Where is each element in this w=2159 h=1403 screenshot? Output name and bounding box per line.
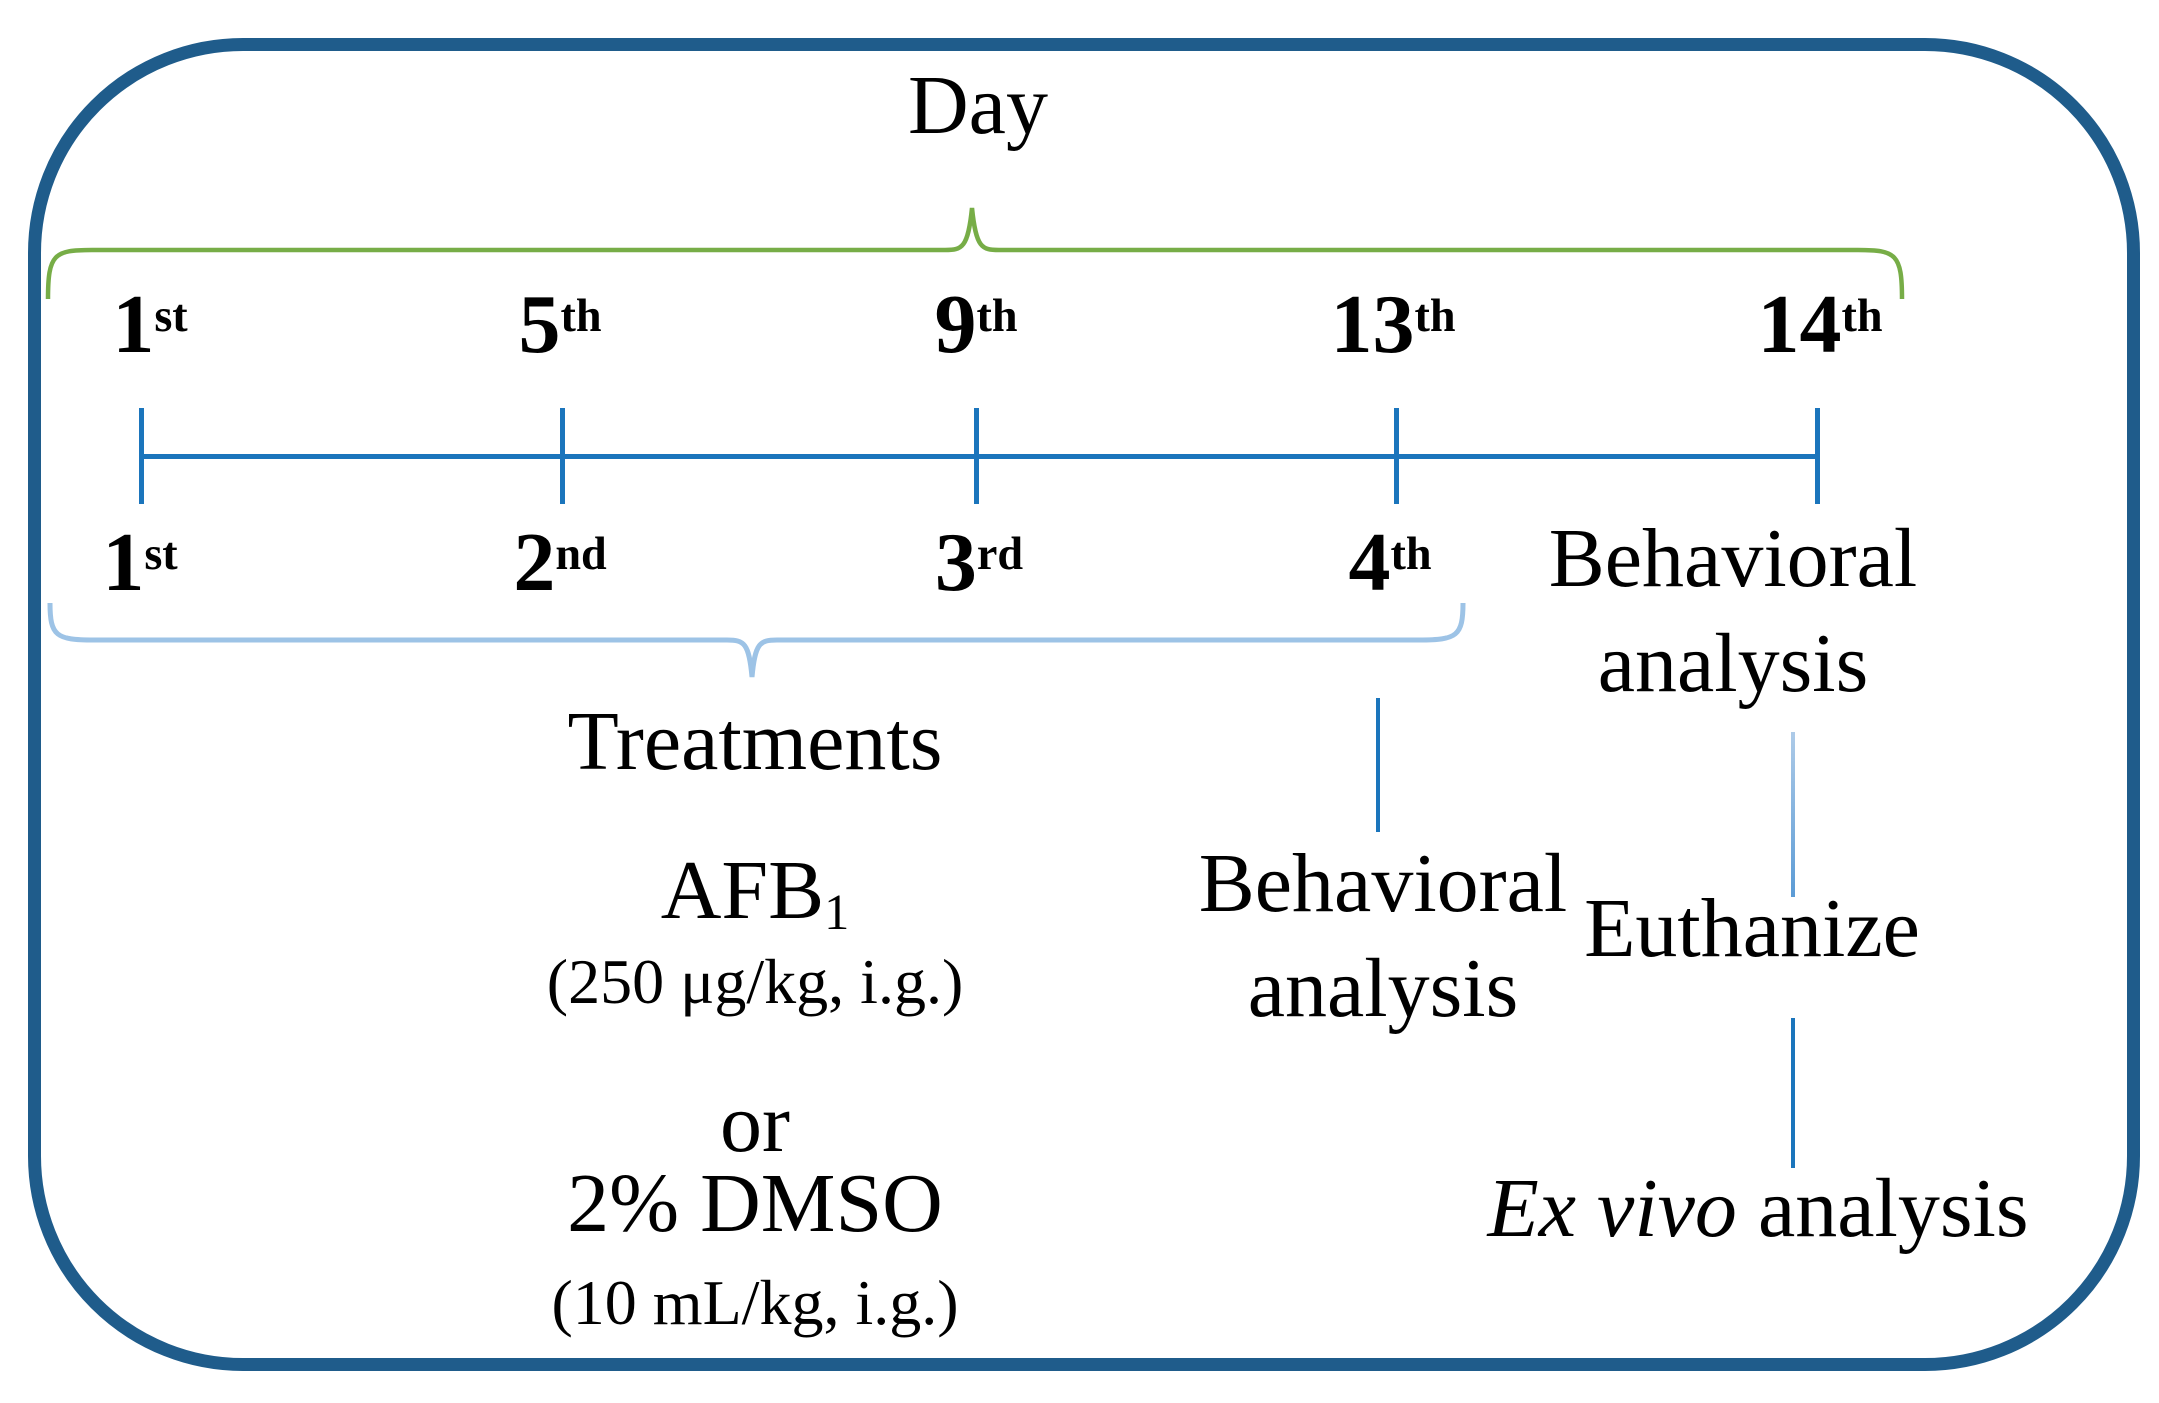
behavioral-day13-line2: analysis <box>1247 942 1519 1035</box>
behavioral-analysis-day14: Behavioral analysis <box>1483 506 1983 716</box>
day-label-5: 5th <box>410 283 710 367</box>
day-label-14-suffix: th <box>1841 290 1883 342</box>
dose-label-3-suffix: rd <box>976 528 1024 580</box>
day-label-13: 13th <box>1243 283 1543 367</box>
timeline-tick-day5 <box>560 408 565 504</box>
day-label-9-suffix: th <box>976 290 1018 342</box>
ex-vivo-italic: Ex vivo <box>1487 1162 1737 1255</box>
timeline-tick-day13 <box>1394 408 1399 504</box>
day-label-1: 1st <box>0 283 300 367</box>
dose-label-1-suffix: st <box>144 528 178 580</box>
behavioral-day14-line2: analysis <box>1597 617 1869 710</box>
ex-vivo-rest: analysis <box>1736 1162 2029 1255</box>
figure-border <box>28 38 2140 1371</box>
connector-behavioral-euthanize <box>1791 732 1795 897</box>
day-label-1-num: 1 <box>112 278 155 371</box>
drug-name-subscript: 1 <box>824 884 850 941</box>
or-label: or <box>720 1077 790 1170</box>
behavioral-day13-line1: Behavioral <box>1198 837 1568 930</box>
ex-vivo-analysis-label: Ex vivo analysis <box>1458 1167 2058 1251</box>
dose-label-1: 1st <box>0 521 290 605</box>
dose-label-2: 2nd <box>410 521 710 605</box>
drug-name-text: AFB <box>660 844 825 937</box>
day-label-5-suffix: th <box>560 290 602 342</box>
vehicle-name: 2% DMSO <box>567 1157 943 1250</box>
day-label-14-num: 14 <box>1757 278 1842 371</box>
dose-label-2-num: 2 <box>513 516 556 609</box>
dose-label-3-num: 3 <box>934 516 977 609</box>
timeline-axis <box>139 454 1820 459</box>
drug-name: AFB1 <box>405 849 1105 938</box>
dose-label-4-suffix: th <box>1390 528 1432 580</box>
dose-label-3: 3rd <box>829 521 1129 605</box>
day-label-13-suffix: th <box>1414 290 1456 342</box>
timeline-tick-day9 <box>974 408 979 504</box>
timeline-tick-day14 <box>1815 408 1820 504</box>
euthanize-label: Euthanize <box>1584 882 1920 975</box>
day-label-5-num: 5 <box>518 278 561 371</box>
day-label-9-num: 9 <box>934 278 977 371</box>
connector-euthanize-exvivo <box>1791 1018 1795 1168</box>
treatments-label: Treatments <box>567 695 943 788</box>
connector-day13-behavioral <box>1376 698 1380 832</box>
dose-label-2-suffix: nd <box>555 528 607 580</box>
day-axis-title: Day <box>908 59 1048 152</box>
vehicle-dose: (10 mL/kg, i.g.) <box>551 1267 959 1338</box>
drug-dose: (250 μg/kg, i.g.) <box>546 946 964 1017</box>
day-label-9: 9th <box>826 283 1126 367</box>
behavioral-analysis-day13: Behavioral analysis <box>1133 831 1633 1041</box>
behavioral-day14-line1: Behavioral <box>1548 512 1918 605</box>
timeline-tick-day1 <box>139 408 144 504</box>
dose-label-1-num: 1 <box>102 516 145 609</box>
day-label-14: 14th <box>1670 283 1970 367</box>
day-label-1-suffix: st <box>154 290 188 342</box>
dose-label-4-num: 4 <box>1348 516 1391 609</box>
day-label-13-num: 13 <box>1330 278 1415 371</box>
dose-label-4: 4th <box>1240 521 1540 605</box>
